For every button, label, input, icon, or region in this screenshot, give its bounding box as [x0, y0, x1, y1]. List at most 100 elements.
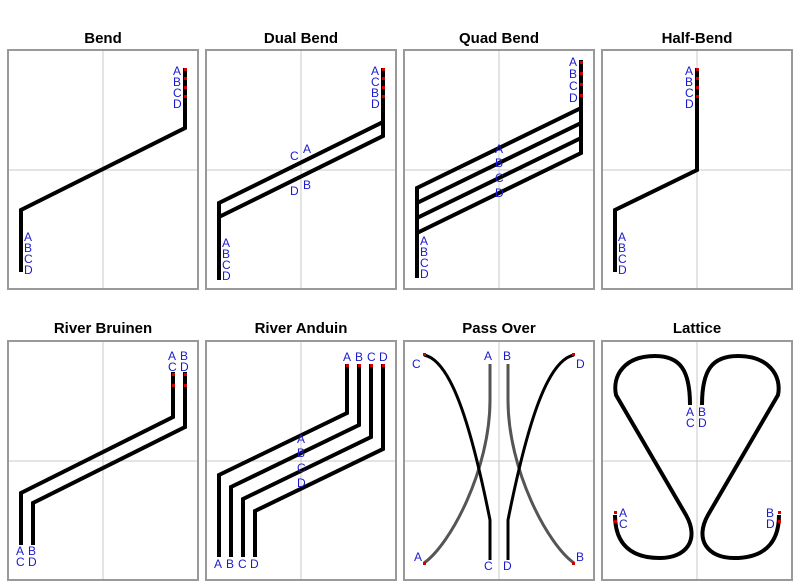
label-d: D	[685, 97, 694, 111]
track-river-bruinen	[19, 372, 187, 545]
label-c: C	[686, 416, 695, 430]
track-river-anduin	[217, 364, 385, 557]
label-b: B	[503, 349, 511, 363]
label-d: D	[173, 97, 182, 111]
label-d: D	[379, 350, 388, 364]
label-b: B	[222, 247, 230, 261]
label-b: B	[226, 557, 234, 571]
label-a: A	[685, 64, 693, 78]
labels-river-bruinen: A B C D A B C D	[16, 349, 189, 569]
endpoints-river-anduin	[346, 364, 385, 367]
label-c: C	[412, 357, 421, 371]
label-c: C	[222, 258, 231, 272]
label-d: D	[495, 186, 504, 200]
label-a: A	[16, 544, 24, 558]
label-c: C	[24, 252, 33, 266]
label-b: B	[576, 550, 584, 564]
label-a: A	[484, 349, 492, 363]
label-a: A	[222, 236, 230, 250]
label-d: D	[297, 476, 306, 490]
track-quad-bend	[415, 60, 583, 278]
panel-title-quad-bend: Quad Bend	[458, 30, 539, 47]
endpoints-half-bend	[696, 68, 699, 98]
label-b: B	[173, 75, 181, 89]
panel-gridlines	[9, 51, 791, 579]
label-c: C	[619, 517, 628, 531]
label-b: B	[569, 67, 577, 81]
label-c: C	[238, 557, 247, 571]
label-d: D	[698, 416, 707, 430]
label-c: C	[618, 252, 627, 266]
label-a: A	[420, 234, 428, 248]
label-d: D	[618, 263, 627, 277]
panel-title-pass-over: Pass Over	[462, 320, 536, 337]
label-c: C	[168, 360, 177, 374]
label-d: D	[222, 269, 231, 283]
panel-frames	[7, 49, 793, 581]
label-d: D	[180, 360, 189, 374]
label-d: D	[290, 184, 299, 198]
label-c: C	[420, 256, 429, 270]
panel-title-half-bend: Half-Bend	[661, 30, 733, 47]
panel-title-river-anduin: River Anduin	[254, 320, 348, 337]
label-a: A	[24, 230, 32, 244]
labels-pass-over: A B C D A B C D	[412, 349, 585, 573]
label-d: D	[503, 559, 512, 573]
label-a: A	[414, 550, 422, 564]
label-c: C	[685, 86, 694, 100]
endpoints-bend	[184, 68, 187, 98]
endpoints-dual-bend	[382, 68, 385, 98]
label-b: B	[685, 75, 693, 89]
labels-half-bend: A B C D A B C D	[618, 64, 694, 277]
label-b: B	[618, 241, 626, 255]
labels-dual-bend: A C B D A C B D A B C D	[222, 64, 380, 283]
label-b: B	[180, 349, 188, 363]
label-a: A	[297, 432, 305, 446]
label-a: A	[618, 230, 626, 244]
label-d: D	[24, 263, 33, 277]
label-b: B	[28, 544, 36, 558]
label-a: A	[214, 557, 222, 571]
label-d: D	[576, 357, 585, 371]
label-a: A	[569, 55, 577, 69]
labels-quad-bend: A B C D A B C D A B C D	[420, 55, 578, 281]
label-d: D	[28, 555, 37, 569]
labels-river-anduin: A B C D A B C D A B C D	[214, 350, 388, 571]
endpoints-river-bruinen	[172, 373, 187, 387]
labels-lattice: A B C D A C B D	[619, 405, 775, 531]
label-c: C	[495, 171, 504, 185]
endpoints-lattice	[614, 511, 781, 523]
label-a: A	[168, 349, 176, 363]
endpoints-quad-bend	[580, 61, 583, 97]
panel-title-dual-bend: Dual Bend	[263, 30, 339, 47]
panel-title-bend: Bend	[84, 30, 122, 47]
track-half-bend	[613, 68, 699, 272]
label-d: D	[420, 267, 429, 281]
label-a: A	[619, 506, 627, 520]
label-c: C	[173, 86, 182, 100]
label-d: D	[766, 517, 775, 531]
label-c: C	[484, 559, 493, 573]
label-b: B	[698, 405, 706, 419]
label-c: C	[297, 461, 306, 475]
label-d: D	[250, 557, 259, 571]
label-a: A	[686, 405, 694, 419]
label-d: D	[371, 97, 380, 111]
endpoints-pass-over	[423, 353, 575, 565]
label-b: B	[371, 86, 379, 100]
label-b: B	[495, 156, 503, 170]
label-a: A	[495, 142, 503, 156]
track-pass-over	[423, 353, 575, 565]
label-b: B	[420, 245, 428, 259]
label-b: B	[24, 241, 32, 255]
label-b: B	[766, 506, 774, 520]
label-a: A	[343, 350, 351, 364]
panel-title-lattice: Lattice	[672, 320, 722, 337]
label-c: C	[371, 75, 380, 89]
label-b: B	[355, 350, 363, 364]
labels-bend: A B C D A B C D	[24, 64, 182, 277]
label-a: A	[371, 64, 379, 78]
panel-title-river-bruinen: River Bruinen	[53, 320, 153, 337]
track-lattice	[613, 353, 781, 561]
